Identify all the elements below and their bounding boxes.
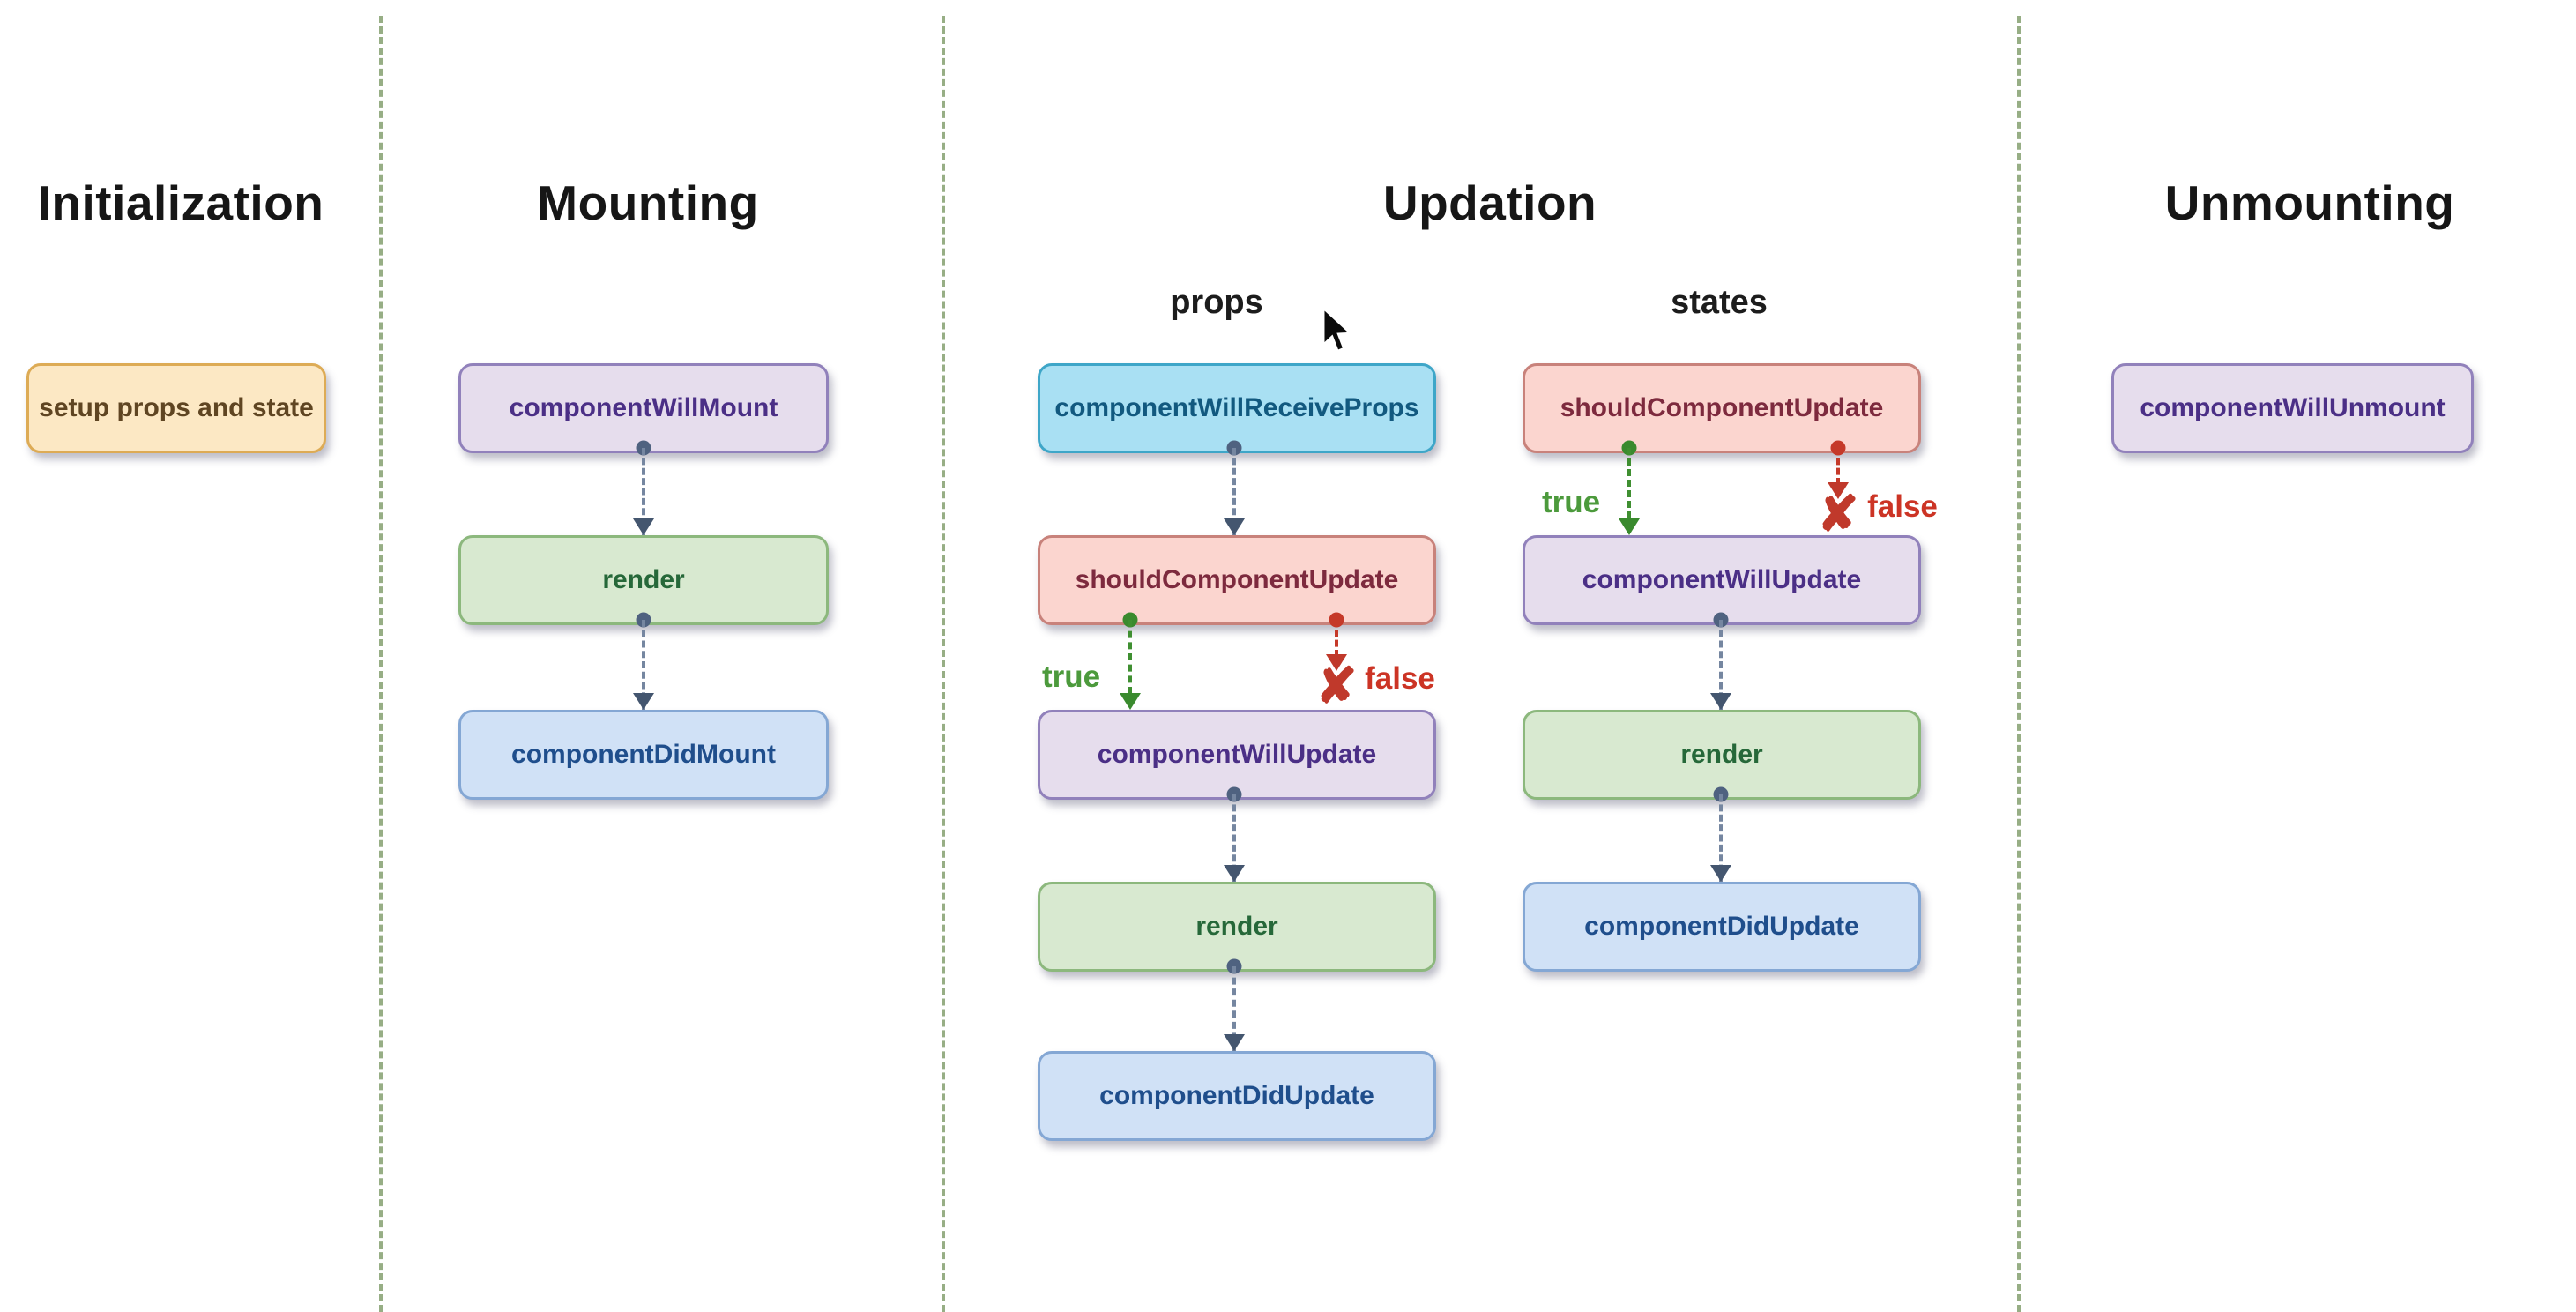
arrowhead-down-icon (1224, 518, 1245, 535)
false-branch-connector (1836, 448, 1840, 485)
true-branch-connector (1128, 620, 1132, 694)
node-component-will-unmount: componentWillUnmount (2111, 363, 2474, 453)
node-component-did-mount: componentDidMount (458, 710, 829, 800)
false-arrowhead-down-icon (1828, 482, 1849, 499)
phase-title-initialization: Initialization (37, 175, 324, 230)
node-component-will-update-states: componentWillUpdate (1523, 535, 1921, 625)
node-component-will-receive-props: componentWillReceiveProps (1038, 363, 1436, 453)
phase-divider (379, 16, 383, 1312)
flow-connector (1719, 794, 1723, 882)
true-arrowhead-down-icon (1120, 693, 1141, 710)
phase-title-unmounting: Unmounting (2164, 175, 2455, 230)
arrowhead-down-icon (1224, 1034, 1245, 1051)
node-component-will-mount: componentWillMount (458, 363, 829, 453)
flow-connector (1719, 620, 1723, 710)
arrowhead-down-icon (633, 693, 654, 710)
arrowhead-down-icon (1710, 693, 1731, 710)
node-should-component-update-props: shouldComponentUpdate (1038, 535, 1436, 625)
node-render-mounting: render (458, 535, 829, 625)
phase-divider (942, 16, 945, 1312)
true-branch-connector (1627, 448, 1631, 518)
false-x-mark: ✘ (1315, 658, 1358, 713)
true-label-states: true (1541, 485, 1601, 519)
updation-props-label: props (1170, 284, 1263, 321)
arrowhead-down-icon (1710, 865, 1731, 882)
true-label-props: true (1041, 660, 1101, 694)
node-render-props: render (1038, 882, 1436, 972)
node-component-will-update-props: componentWillUpdate (1038, 710, 1436, 800)
false-x-mark: ✘ (1817, 486, 1859, 541)
arrowhead-down-icon (1224, 865, 1245, 882)
false-arrowhead-down-icon (1326, 654, 1347, 671)
flow-connector (642, 448, 645, 535)
flow-connector (1232, 794, 1236, 882)
false-label-props: false (1365, 661, 1435, 696)
node-should-component-update-states: shouldComponentUpdate (1523, 363, 1921, 453)
node-component-did-update-states: componentDidUpdate (1523, 882, 1921, 972)
mouse-cursor-icon (1322, 307, 1353, 353)
false-label-states: false (1867, 489, 1938, 524)
phase-title-mounting: Mounting (537, 175, 759, 230)
node-setup-props-and-state: setup props and state (26, 363, 326, 453)
arrowhead-down-icon (633, 518, 654, 535)
flow-connector (642, 620, 645, 710)
false-branch-connector (1335, 620, 1338, 657)
flow-connector (1232, 448, 1236, 535)
true-arrowhead-down-icon (1619, 518, 1640, 535)
node-render-states: render (1523, 710, 1921, 800)
phase-divider (2017, 16, 2021, 1312)
flow-connector (1232, 966, 1236, 1051)
node-component-did-update-props: componentDidUpdate (1038, 1051, 1436, 1141)
phase-title-updation: Updation (1382, 175, 1597, 230)
updation-states-label: states (1671, 284, 1768, 321)
